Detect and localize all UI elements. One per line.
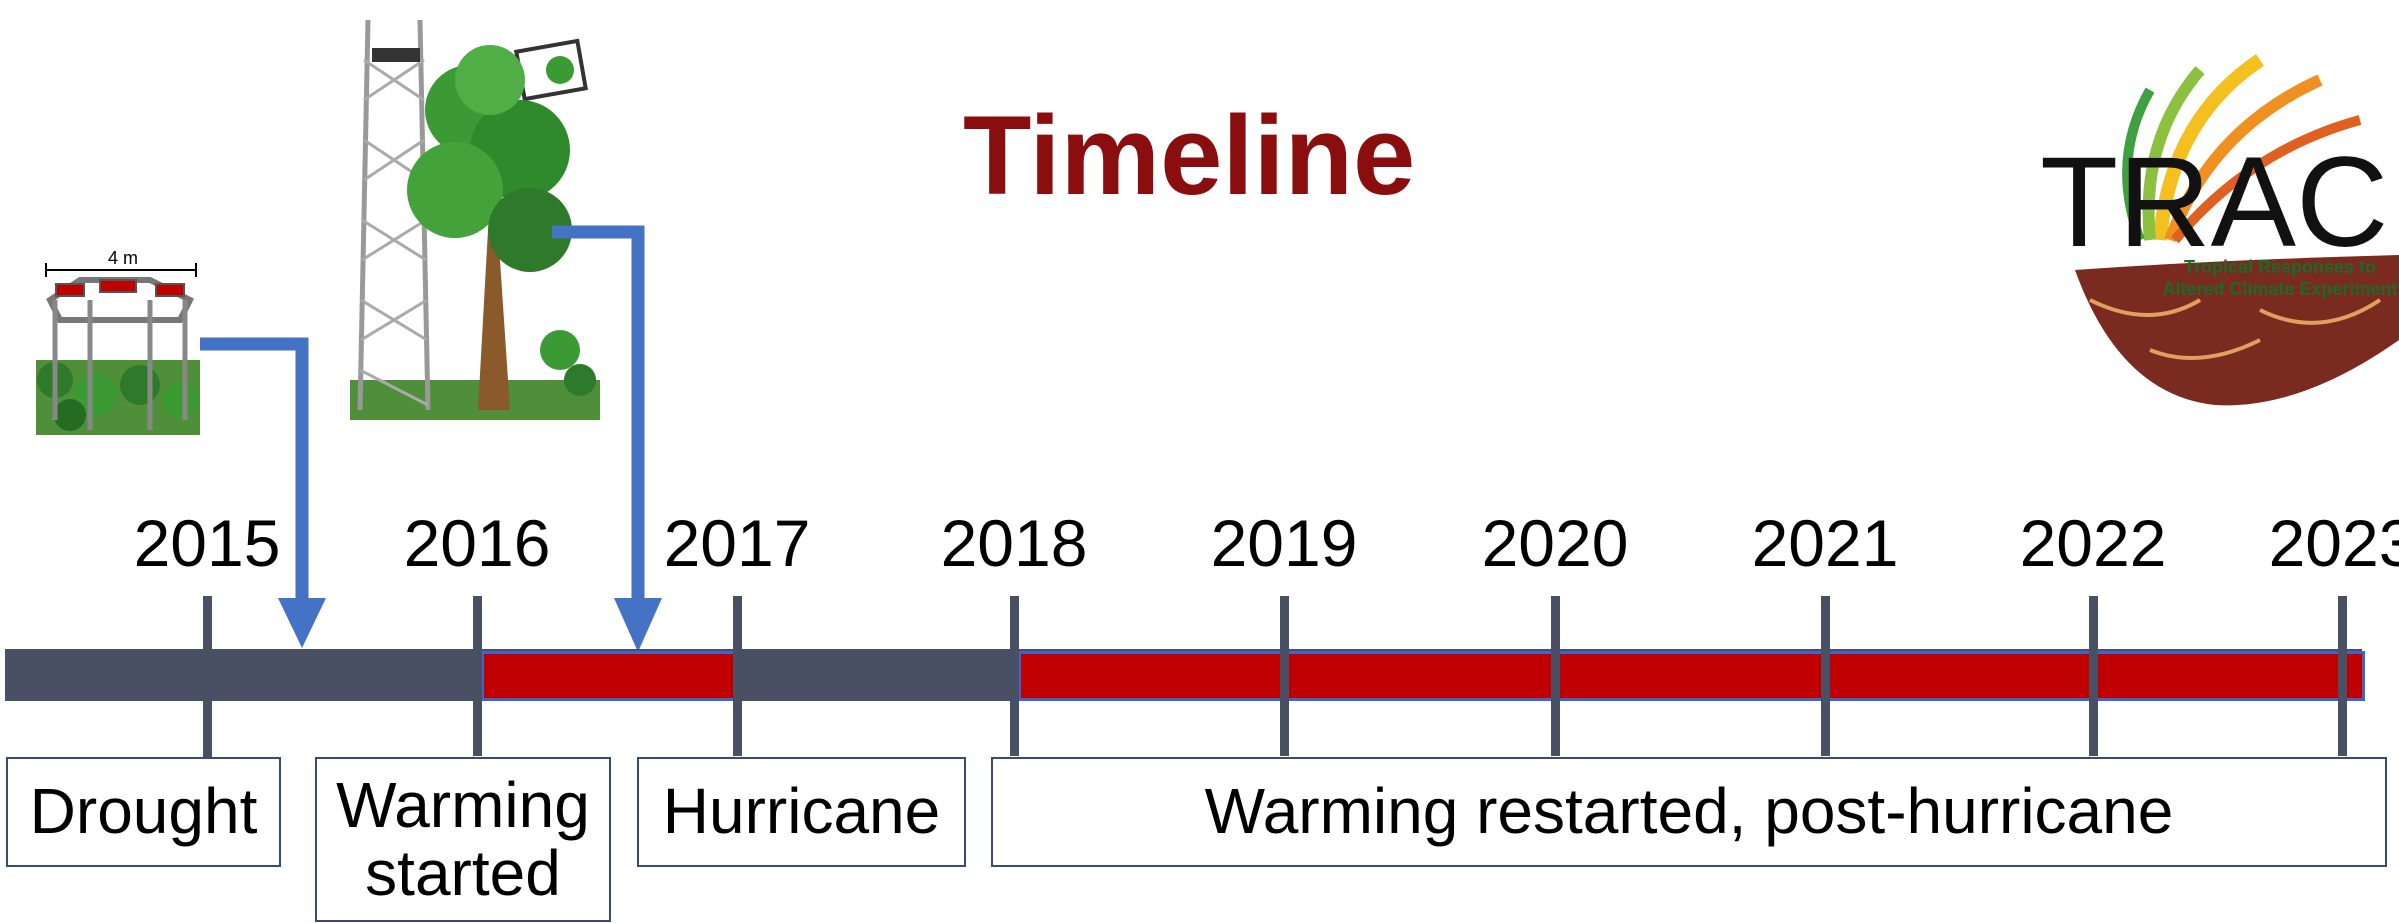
period-label-0: Drought [6, 757, 281, 867]
year-tick-2023 [2338, 596, 2347, 756]
warming-arrow [552, 225, 645, 610]
period-label-3: Warming restarted, post-hurricane [991, 757, 2387, 867]
year-label-2021: 2021 [1751, 506, 1899, 580]
period-label-2: Hurricane [637, 757, 966, 867]
year-tick-2022 [2089, 596, 2098, 756]
year-tick-2016 [473, 596, 482, 756]
period-label-1: Warming started [315, 757, 611, 922]
page-title: Timeline [963, 93, 1416, 218]
year-tick-2021 [1821, 596, 1830, 756]
heater-plot-illustration [36, 263, 200, 435]
trace-logo-name: TRACE [2040, 131, 2399, 274]
highlight-period-1 [481, 651, 739, 701]
year-tick-2019 [1280, 596, 1289, 756]
drought-arrowhead [278, 598, 326, 648]
year-tick-2015 [203, 596, 212, 760]
warming-arrowhead [614, 598, 662, 652]
year-label-2015: 2015 [133, 506, 281, 580]
year-label-2016: 2016 [403, 506, 551, 580]
year-label-2019: 2019 [1210, 506, 1358, 580]
highlight-period-3 [1018, 651, 2365, 701]
year-tick-2017 [733, 596, 742, 756]
trace-logo-subtitle-line1: Tropical Responses to [2184, 257, 2376, 277]
trace-logo [2075, 54, 2399, 406]
year-label-2018: 2018 [940, 506, 1088, 580]
trace-logo-subtitle-line2: Altered Climate Experiment [2162, 279, 2397, 299]
year-label-2017: 2017 [663, 506, 811, 580]
year-label-2023: 2023 [2268, 506, 2399, 580]
drought-arrow [200, 337, 309, 610]
year-tick-2020 [1551, 596, 1560, 756]
heater-plot-scale-label: 4 m [108, 248, 138, 268]
canopy-tower-illustration [350, 19, 600, 420]
year-label-2022: 2022 [2019, 506, 2167, 580]
year-tick-2018 [1010, 596, 1019, 756]
year-label-2020: 2020 [1481, 506, 1629, 580]
